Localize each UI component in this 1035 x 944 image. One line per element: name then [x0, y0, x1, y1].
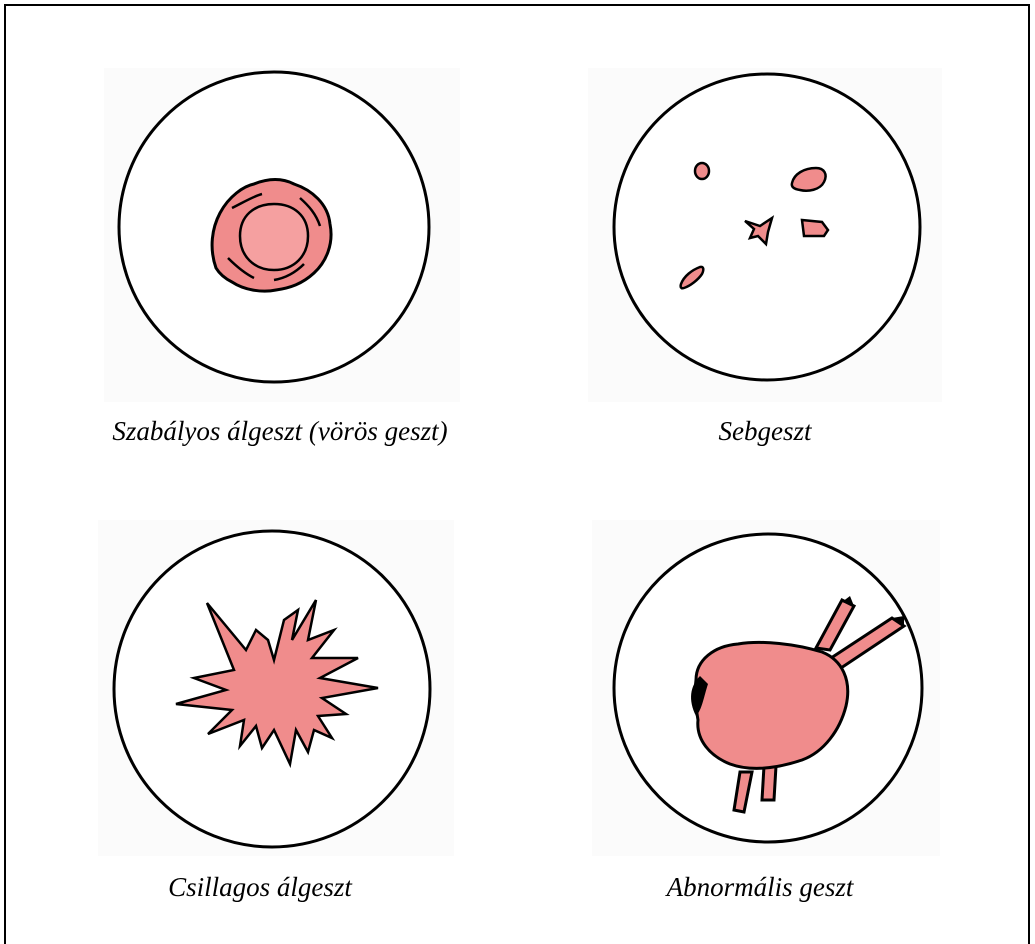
caption-abnormal-heartwood: Abnormális geszt [560, 872, 960, 903]
wound-heartwood-diagram [588, 68, 942, 402]
star-false-heartwood-diagram [98, 520, 454, 856]
abnormal-streak [762, 766, 776, 800]
wound-spot [695, 163, 709, 179]
abnormal-heartwood-panel [592, 520, 940, 856]
caption-star-false-heartwood: Csillagos álgeszt [60, 872, 460, 903]
regular-false-heartwood-diagram [104, 68, 460, 402]
caption-regular-false-heartwood: Szabályos álgeszt (vörös geszt) [80, 416, 480, 447]
regular-false-heartwood-panel [104, 68, 460, 402]
wound-heartwood-panel [588, 68, 942, 402]
star-false-heartwood-panel [98, 520, 454, 856]
abnormal-heartwood-diagram [592, 520, 940, 856]
caption-wound-heartwood: Sebgeszt [565, 416, 965, 447]
heartwood-core [240, 204, 308, 270]
